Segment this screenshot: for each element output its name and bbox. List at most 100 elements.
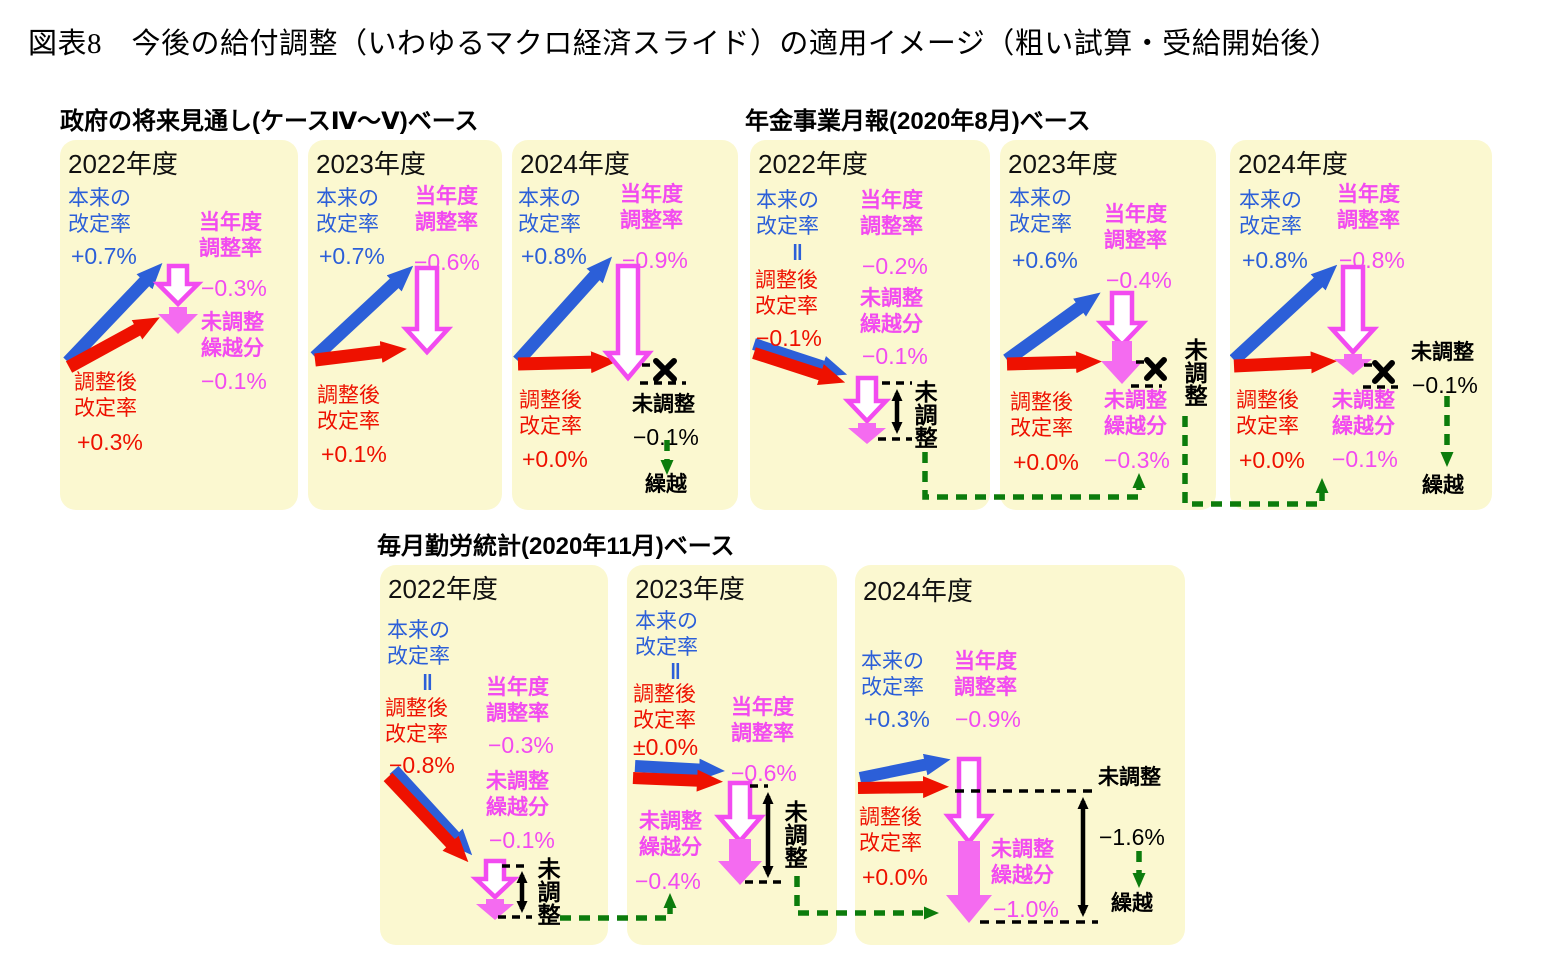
equals-mark: ‖ xyxy=(422,670,433,695)
carryover-adjustment-arrow xyxy=(946,841,992,923)
panel-monthly-report-2023: 2023年度 本来の 改定率 +0.6% 当年度 調整率 −0.4% 調整後 改… xyxy=(1000,140,1216,510)
equals-mark: ‖ xyxy=(792,240,803,265)
label-adjusted-rate: 調整後 改定率 xyxy=(385,697,448,747)
label-original-rate: 本来の 改定率 xyxy=(68,187,131,237)
original-rate-arrow xyxy=(1230,264,1338,365)
label-original-rate: 本来の 改定率 xyxy=(316,187,379,237)
value-unadjusted: −0.1% xyxy=(1412,372,1478,398)
label-adjusted-rate: 調整後 改定率 xyxy=(74,371,137,421)
label-original-rate: 本来の 改定率 xyxy=(861,650,924,700)
value-unadjusted: −1.6% xyxy=(1099,824,1165,850)
label-unadjusted-vertical: 未調整 xyxy=(781,800,808,869)
value-unadjusted-carryover: −0.1% xyxy=(201,368,267,394)
current-year-adjustment-arrow xyxy=(1095,290,1149,349)
current-year-adjustment-arrow xyxy=(842,375,892,425)
x-mark xyxy=(1144,357,1167,381)
arrow-canvas xyxy=(1230,264,1398,389)
value-adjusted-rate: ±0.0% xyxy=(633,734,699,760)
label-carryover: 繰越 xyxy=(1111,892,1153,915)
adjusted-rate-arrow xyxy=(1006,351,1102,374)
panel-year: 2023年度 xyxy=(635,574,745,604)
label-adjusted-rate: 調整後 改定率 xyxy=(859,806,922,856)
value-adjusted-rate: +0.1% xyxy=(321,441,387,467)
arrow-canvas xyxy=(632,758,785,885)
adjusted-rate-arrow xyxy=(632,769,723,792)
value-unadjusted: −0.1% xyxy=(633,424,699,450)
value-current-year-adjustment: −0.6% xyxy=(414,249,480,275)
label-current-year-adjustment: 当年度 調整率 xyxy=(954,650,1017,700)
arrow-canvas xyxy=(1003,290,1167,388)
original-rate-arrow xyxy=(858,753,951,784)
panel-year: 2024年度 xyxy=(520,149,630,179)
carryover-adjustment-arrow xyxy=(1334,354,1372,375)
carryover-adjustment-arrow xyxy=(848,423,886,444)
panel-monthly-report-2024: 2024年度 本来の 改定率 +0.8% 当年度 調整率 −0.8% 調整後 改… xyxy=(1230,140,1492,510)
label-current-year-adjustment: 当年度 調整率 xyxy=(620,183,683,233)
value-adjusted-rate: −0.1% xyxy=(756,325,822,351)
value-unadjusted-carryover: −1.0% xyxy=(993,896,1059,922)
label-unadjusted-carryover: 未調整 繰越分 xyxy=(486,770,549,820)
label-original-rate: 本来の 改定率 xyxy=(387,619,450,669)
arrow-canvas xyxy=(63,262,204,373)
label-unadjusted-vertical: 未調整 xyxy=(1181,338,1208,407)
label-unadjusted-carryover: 未調整 繰越分 xyxy=(1104,389,1167,439)
panel-year: 2022年度 xyxy=(388,574,498,604)
label-current-year-adjustment: 当年度 調整率 xyxy=(486,676,549,726)
adjusted-rate-arrow xyxy=(1233,351,1337,374)
value-current-year-adjustment: −0.3% xyxy=(201,275,267,301)
original-rate-arrow xyxy=(310,265,414,362)
label-current-year-adjustment: 当年度 調整率 xyxy=(415,185,478,235)
value-current-year-adjustment: −0.8% xyxy=(1339,247,1405,273)
label-unadjusted: 未調整 xyxy=(632,393,695,416)
x-mark xyxy=(653,358,677,382)
label-adjusted-rate: 調整後 改定率 xyxy=(1010,391,1073,441)
carryover-adjustment-arrow xyxy=(476,899,514,920)
label-current-year-adjustment: 当年度 調整率 xyxy=(1104,203,1167,253)
value-adjusted-rate: −0.8% xyxy=(389,752,455,778)
label-unadjusted: 未調整 xyxy=(1411,341,1474,364)
panel-year: 2023年度 xyxy=(316,149,426,179)
label-original-rate: 本来の 改定率 xyxy=(518,187,581,237)
panel-year: 2024年度 xyxy=(863,576,973,606)
value-original-rate: +0.7% xyxy=(319,243,385,269)
label-original-rate: 本来の 改定率 xyxy=(1239,189,1302,239)
current-year-adjustment-arrow xyxy=(1326,264,1380,356)
adjusted-rate-arrow xyxy=(752,347,846,385)
panel-labour-survey-2024: 2024年度 本来の 改定率 +0.3% 当年度 調整率 −0.9% 調整後 改… xyxy=(855,565,1185,945)
arrow-canvas xyxy=(513,256,686,385)
adjusted-rate-arrow xyxy=(383,772,469,863)
label-original-rate: 本来の 改定率 xyxy=(756,189,819,239)
panel-gov-2023: 2023年度 本来の 改定率 +0.7% 当年度 調整率 −0.6% 調整後 改… xyxy=(308,140,502,510)
label-unadjusted-carryover: 未調整 繰越分 xyxy=(639,810,702,860)
adjusted-rate-arrow xyxy=(314,341,407,367)
equals-mark: ‖ xyxy=(670,659,681,684)
label-adjusted-rate: 調整後 改定率 xyxy=(1236,389,1299,439)
value-current-year-adjustment: −0.9% xyxy=(955,706,1021,732)
value-current-year-adjustment: −0.3% xyxy=(488,732,554,758)
carryover-adjustment-arrow xyxy=(718,839,762,885)
value-unadjusted-carryover: −0.1% xyxy=(489,827,555,853)
label-adjusted-rate: 調整後 改定率 xyxy=(633,683,696,733)
adjusted-rate-arrow xyxy=(65,317,160,373)
label-unadjusted-carryover: 未調整 繰越分 xyxy=(1332,389,1395,439)
label-unadjusted-carryover: 未調整 繰越分 xyxy=(991,838,1054,888)
adjusted-rate-arrow xyxy=(517,351,617,374)
value-adjusted-rate: +0.0% xyxy=(1239,447,1305,473)
label-original-rate: 本来の 改定率 xyxy=(1009,187,1072,237)
original-rate-arrow xyxy=(1003,292,1101,366)
value-original-rate: +0.8% xyxy=(521,243,587,269)
value-adjusted-rate: +0.0% xyxy=(522,446,588,472)
label-adjusted-rate: 調整後 改定率 xyxy=(755,269,818,319)
carryover-adjustment-arrow xyxy=(158,307,198,334)
label-current-year-adjustment: 当年度 調整率 xyxy=(860,189,923,239)
current-year-adjustment-arrow xyxy=(602,263,654,382)
label-unadjusted: 未調整 xyxy=(1098,766,1161,789)
value-current-year-adjustment: −0.9% xyxy=(622,247,688,273)
label-adjusted-rate: 調整後 改定率 xyxy=(519,389,582,439)
panel-year: 2024年度 xyxy=(1238,149,1348,179)
panel-monthly-report-2022: 2022年度 本来の 改定率 ‖ 調整後 改定率 −0.1% 当年度 調整率 −… xyxy=(750,140,990,510)
panel-year: 2022年度 xyxy=(68,149,178,179)
value-unadjusted-carryover: −0.3% xyxy=(1104,447,1170,473)
current-year-adjustment-arrow xyxy=(152,263,204,308)
group-header-government-outlook: 政府の将来見通し(ケースⅣ～Ⅴ)ベース xyxy=(60,108,479,135)
